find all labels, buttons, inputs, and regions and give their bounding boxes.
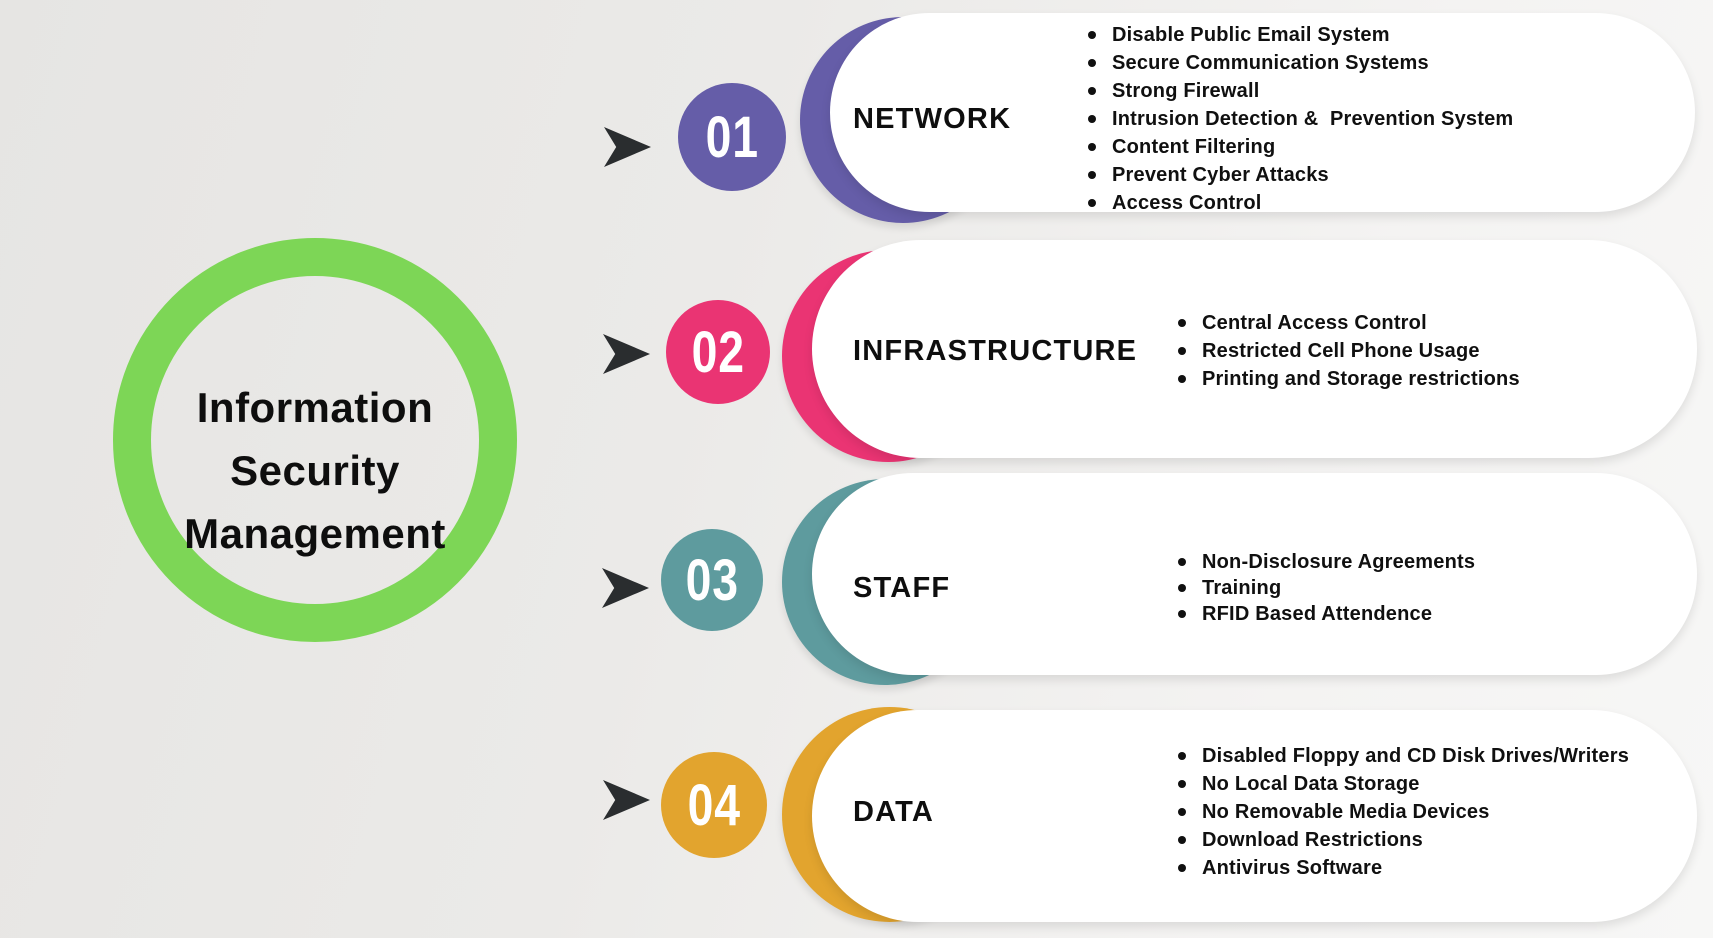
bullet-text: Intrusion Detection & Prevention System	[1112, 107, 1514, 130]
bullet-dot-icon	[1088, 171, 1096, 179]
section-number-badge: 02	[666, 300, 770, 404]
bullet-item: Disable Public Email System	[1088, 21, 1695, 49]
bullet-item: Antivirus Software	[1178, 854, 1697, 882]
bullet-dot-icon	[1178, 808, 1186, 816]
section-number: 04	[687, 772, 741, 838]
bullet-dot-icon	[1088, 59, 1096, 67]
bullet-item: Restricted Cell Phone Usage	[1178, 337, 1697, 365]
bullet-text: Non-Disclosure Agreements	[1202, 550, 1476, 573]
bullet-item: Printing and Storage restrictions	[1178, 365, 1697, 393]
bullet-text: Download Restrictions	[1202, 828, 1423, 851]
section-number-badge: 04	[661, 752, 767, 858]
hub-title-line: Information	[196, 383, 434, 431]
bullet-item: Disabled Floppy and CD Disk Drives/Write…	[1178, 742, 1697, 770]
bullet-item: Secure Communication Systems	[1088, 49, 1695, 77]
bullet-dot-icon	[1178, 864, 1186, 872]
arrowhead-icon	[603, 780, 650, 820]
section-number: 01	[705, 104, 759, 170]
section-title: INFRASTRUCTURE	[853, 334, 1138, 367]
hub-title-line: Security	[230, 446, 400, 494]
bullet-text: No Removable Media Devices	[1202, 800, 1490, 823]
bullet-dot-icon	[1088, 31, 1096, 39]
section-card: DATA Disabled Floppy and CD Disk Drives/…	[812, 710, 1697, 922]
bullet-dot-icon	[1088, 143, 1096, 151]
bullet-text: Disable Public Email System	[1112, 23, 1390, 46]
bullet-text: Training	[1202, 576, 1282, 599]
bullet-dot-icon	[1088, 87, 1096, 95]
bullet-text: Secure Communication Systems	[1112, 51, 1429, 74]
bullet-item: RFID Based Attendence	[1178, 601, 1697, 627]
bullet-item: No Removable Media Devices	[1178, 798, 1697, 826]
hub-title: Information Security Management	[184, 316, 446, 565]
bullet-dot-icon	[1178, 752, 1186, 760]
bullet-text: No Local Data Storage	[1202, 772, 1420, 795]
bullet-text: Disabled Floppy and CD Disk Drives/Write…	[1202, 744, 1630, 767]
bullet-dot-icon	[1178, 319, 1186, 327]
bullet-text: Printing and Storage restrictions	[1202, 367, 1520, 390]
arrowhead-icon	[604, 127, 651, 167]
bullet-item: Central Access Control	[1178, 309, 1697, 337]
bullet-dot-icon	[1178, 558, 1186, 566]
bullet-dot-icon	[1088, 115, 1096, 123]
bullet-dot-icon	[1178, 836, 1186, 844]
arrowhead-icon	[603, 334, 650, 374]
bullet-text: Prevent Cyber Attacks	[1112, 163, 1329, 186]
bullet-dot-icon	[1088, 199, 1096, 207]
bullet-text: Antivirus Software	[1202, 856, 1383, 879]
bullet-item: Download Restrictions	[1178, 826, 1697, 854]
section-title: DATA	[853, 795, 935, 828]
bullet-dot-icon	[1178, 347, 1186, 355]
section-number-badge: 03	[661, 529, 763, 631]
hub-title-line: Management	[184, 509, 446, 557]
bullet-list: Disabled Floppy and CD Disk Drives/Write…	[1178, 742, 1697, 882]
section-number: 03	[685, 547, 739, 613]
bullet-text: Strong Firewall	[1112, 79, 1260, 102]
bullet-text: RFID Based Attendence	[1202, 602, 1433, 625]
bullet-item: Prevent Cyber Attacks	[1088, 161, 1695, 189]
bullet-dot-icon	[1178, 375, 1186, 383]
bullet-item: Content Filtering	[1088, 133, 1695, 161]
arrowhead-icon	[602, 568, 649, 608]
section-data: 04 DATA Disabled Floppy and CD Disk Driv…	[0, 707, 1713, 922]
bullet-item: No Local Data Storage	[1178, 770, 1697, 798]
bullet-item: Strong Firewall	[1088, 77, 1695, 105]
section-number-badge: 01	[678, 83, 786, 191]
bullet-text: Restricted Cell Phone Usage	[1202, 339, 1480, 362]
bullet-text: Access Control	[1112, 191, 1262, 214]
bullet-item: Non-Disclosure Agreements	[1178, 549, 1697, 575]
section-title: STAFF	[853, 571, 951, 604]
bullet-item: Intrusion Detection & Prevention System	[1088, 105, 1695, 133]
bullet-dot-icon	[1178, 780, 1186, 788]
section-infrastructure: 02 INFRASTRUCTURE Central Access Control…	[0, 240, 1713, 462]
bullet-item: Access Control	[1088, 189, 1695, 217]
section-title: NETWORK	[853, 102, 1012, 135]
section-number: 02	[691, 319, 745, 385]
bullet-text: Content Filtering	[1112, 135, 1276, 158]
bullet-text: Central Access Control	[1202, 311, 1427, 334]
bullet-item: Training	[1178, 575, 1697, 601]
bullet-dot-icon	[1178, 584, 1186, 592]
bullet-dot-icon	[1178, 610, 1186, 618]
